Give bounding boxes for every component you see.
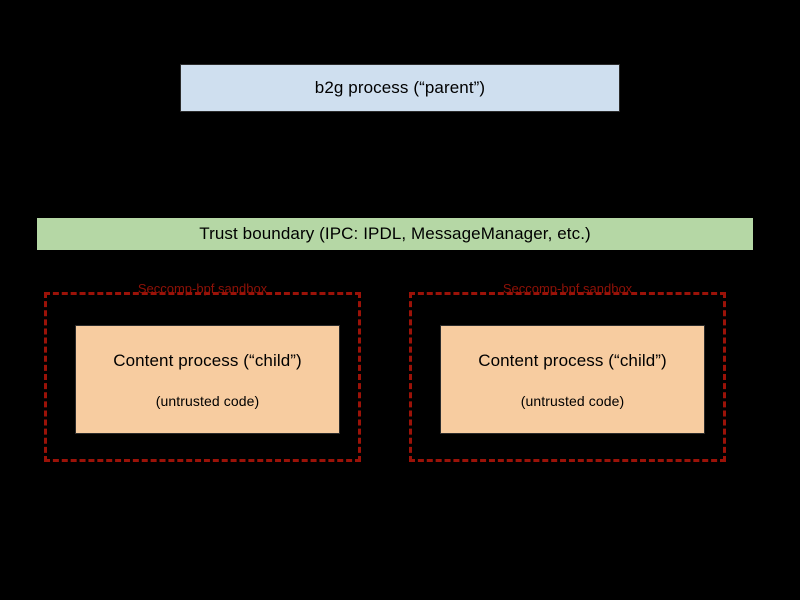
parent-process-label: b2g process (“parent”)	[314, 78, 486, 97]
trust-boundary-label: Trust boundary (IPC: IPDL, MessageManage…	[199, 224, 591, 243]
trust-boundary-bar: Trust boundary (IPC: IPDL, MessageManage…	[37, 218, 753, 250]
content-process-subtitle-left: (untrusted code)	[155, 392, 260, 409]
content-process-title-left: Content process (“child”)	[113, 350, 302, 370]
sandbox-group-right: Seccomp-bpf sandbox Content process (“ch…	[409, 282, 726, 462]
sandbox-group-left: Seccomp-bpf sandbox Content process (“ch…	[44, 282, 361, 462]
content-process-subtitle-right: (untrusted code)	[520, 392, 625, 409]
content-process-box-right: Content process (“child”) (untrusted cod…	[440, 325, 705, 434]
content-process-title-right: Content process (“child”)	[478, 350, 667, 370]
content-process-box-left: Content process (“child”) (untrusted cod…	[75, 325, 340, 434]
parent-process-box: b2g process (“parent”)	[180, 64, 620, 112]
sandbox-label-left: Seccomp-bpf sandbox	[137, 281, 268, 296]
sandbox-label-right: Seccomp-bpf sandbox	[502, 281, 633, 296]
